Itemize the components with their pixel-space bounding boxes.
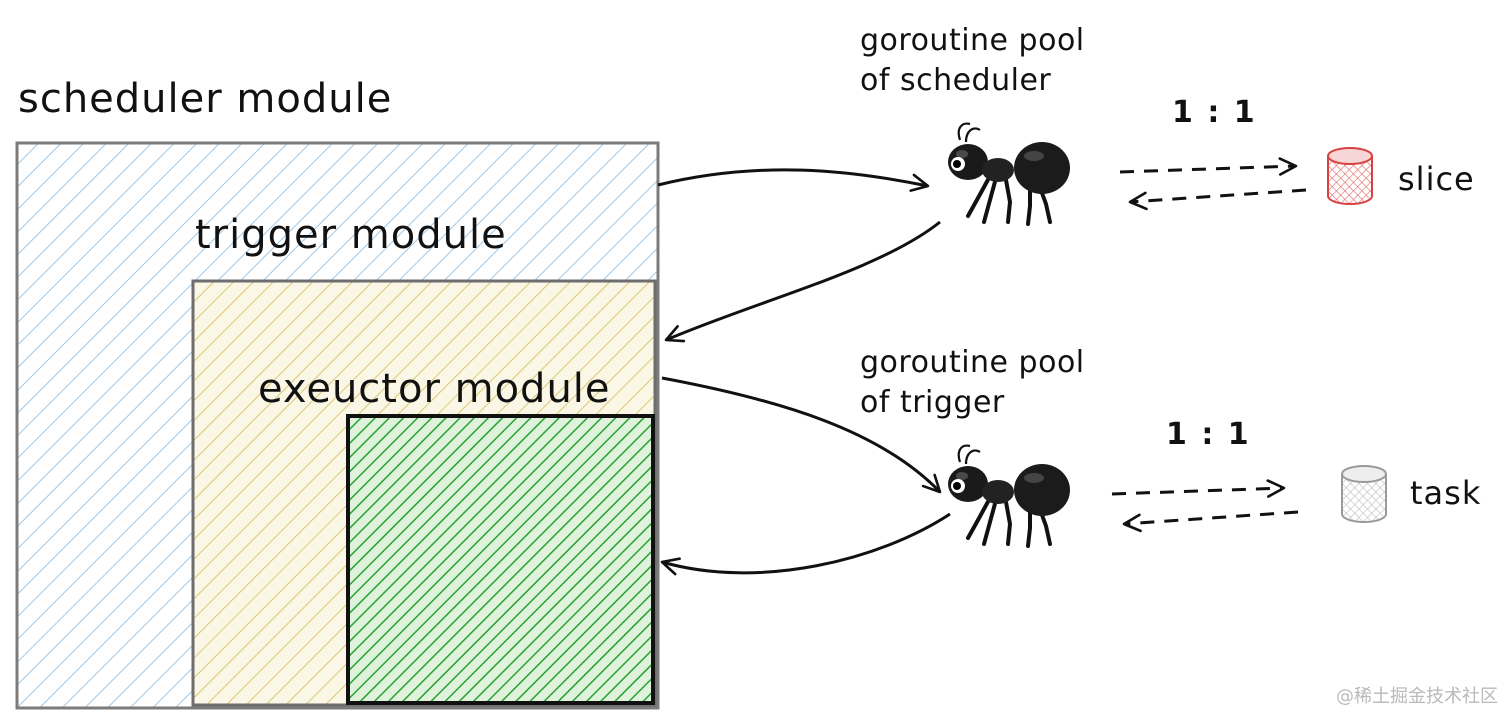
dashed-arrow-to-slice — [1119, 157, 1298, 176]
dashed-arrow-to-task — [1111, 479, 1286, 498]
task-label: task — [1410, 474, 1481, 512]
scheduler-pool-title-line1: goroutine pool — [860, 23, 1085, 58]
trigger-pool-title-line2: of trigger — [860, 385, 1005, 420]
arrow-pool-to-executor — [660, 512, 951, 576]
arrow-scheduler-to-pool — [657, 168, 930, 192]
ant-icon — [946, 121, 1072, 226]
dashed-arrow-from-slice — [1128, 188, 1307, 211]
cylinder-icon — [1341, 465, 1387, 523]
cylinder-icon — [1327, 147, 1373, 205]
ratio-label-top: 1 : 1 — [1172, 95, 1257, 130]
arrow-pool-to-trigger — [664, 220, 941, 343]
ratio-label-bottom: 1 : 1 — [1166, 417, 1251, 452]
arrow-trigger-to-pool — [661, 376, 942, 494]
executor-module-label: exeuctor module — [258, 366, 611, 412]
slice-label: slice — [1398, 160, 1475, 198]
ant-icon — [946, 443, 1072, 548]
watermark: @稀土掘金技术社区 — [1336, 686, 1498, 707]
executor-module-hatch — [346, 414, 655, 705]
dashed-arrow-from-task — [1122, 510, 1299, 533]
scheduler-module-label: scheduler module — [18, 76, 392, 122]
trigger-pool-title-line1: goroutine pool — [860, 345, 1085, 380]
scheduler-pool-title-line2: of scheduler — [860, 63, 1051, 98]
trigger-module-label: trigger module — [195, 212, 507, 258]
